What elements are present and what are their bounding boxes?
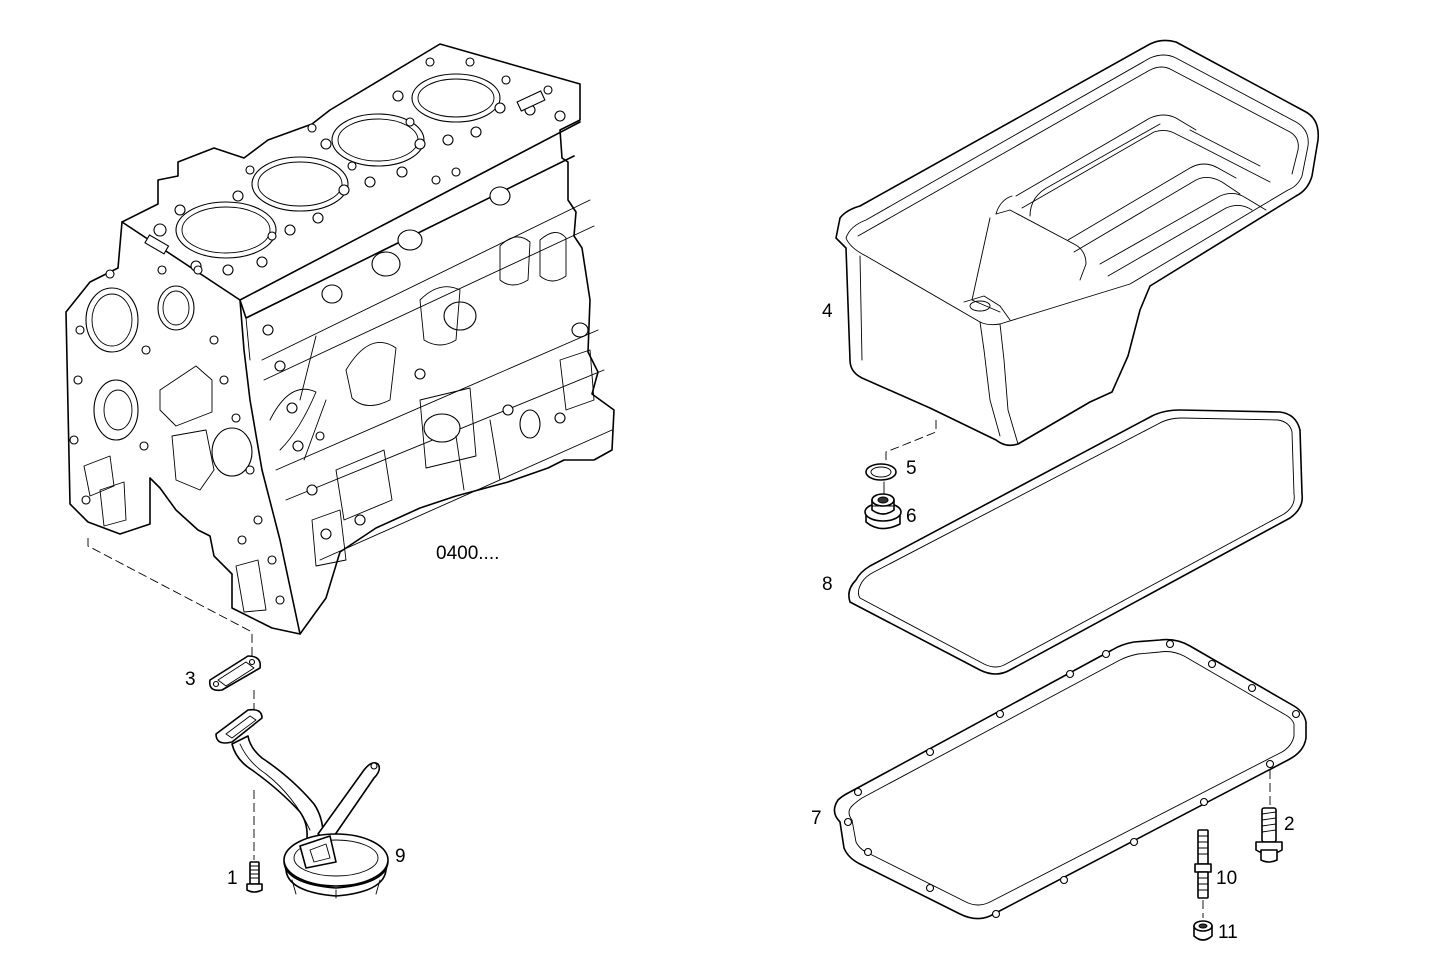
oil-sump-icon bbox=[835, 39, 1320, 447]
stud-icon bbox=[1194, 829, 1212, 899]
callout-1: 1 bbox=[227, 868, 238, 889]
sump-frame-icon bbox=[833, 638, 1307, 920]
oil-suction-pipe-icon bbox=[215, 708, 389, 899]
callout-4: 4 bbox=[822, 301, 833, 322]
callout-2: 2 bbox=[1284, 814, 1295, 835]
deck-holes bbox=[144, 57, 566, 276]
nut-icon bbox=[1193, 920, 1213, 941]
callout-10: 10 bbox=[1216, 868, 1237, 889]
engine-block-icon bbox=[65, 43, 615, 635]
screw-icon bbox=[246, 861, 263, 893]
front-face-holes bbox=[69, 265, 285, 605]
callout-7: 7 bbox=[811, 808, 822, 829]
assembly-reference-label: 0400.... bbox=[436, 543, 499, 564]
callout-3: 3 bbox=[185, 669, 196, 690]
flanged-bolt-icon bbox=[1255, 807, 1283, 863]
frame-holes bbox=[843, 639, 1301, 919]
gasket-icon bbox=[208, 655, 262, 692]
callout-5: 5 bbox=[906, 458, 917, 479]
seal-ring-icon bbox=[865, 463, 897, 481]
drain-plug-icon bbox=[864, 493, 902, 530]
callout-8: 8 bbox=[822, 574, 833, 595]
callout-6: 6 bbox=[906, 506, 917, 527]
callout-11: 11 bbox=[1218, 922, 1238, 943]
callout-9: 9 bbox=[395, 846, 406, 867]
sump-gasket-icon bbox=[848, 409, 1304, 675]
